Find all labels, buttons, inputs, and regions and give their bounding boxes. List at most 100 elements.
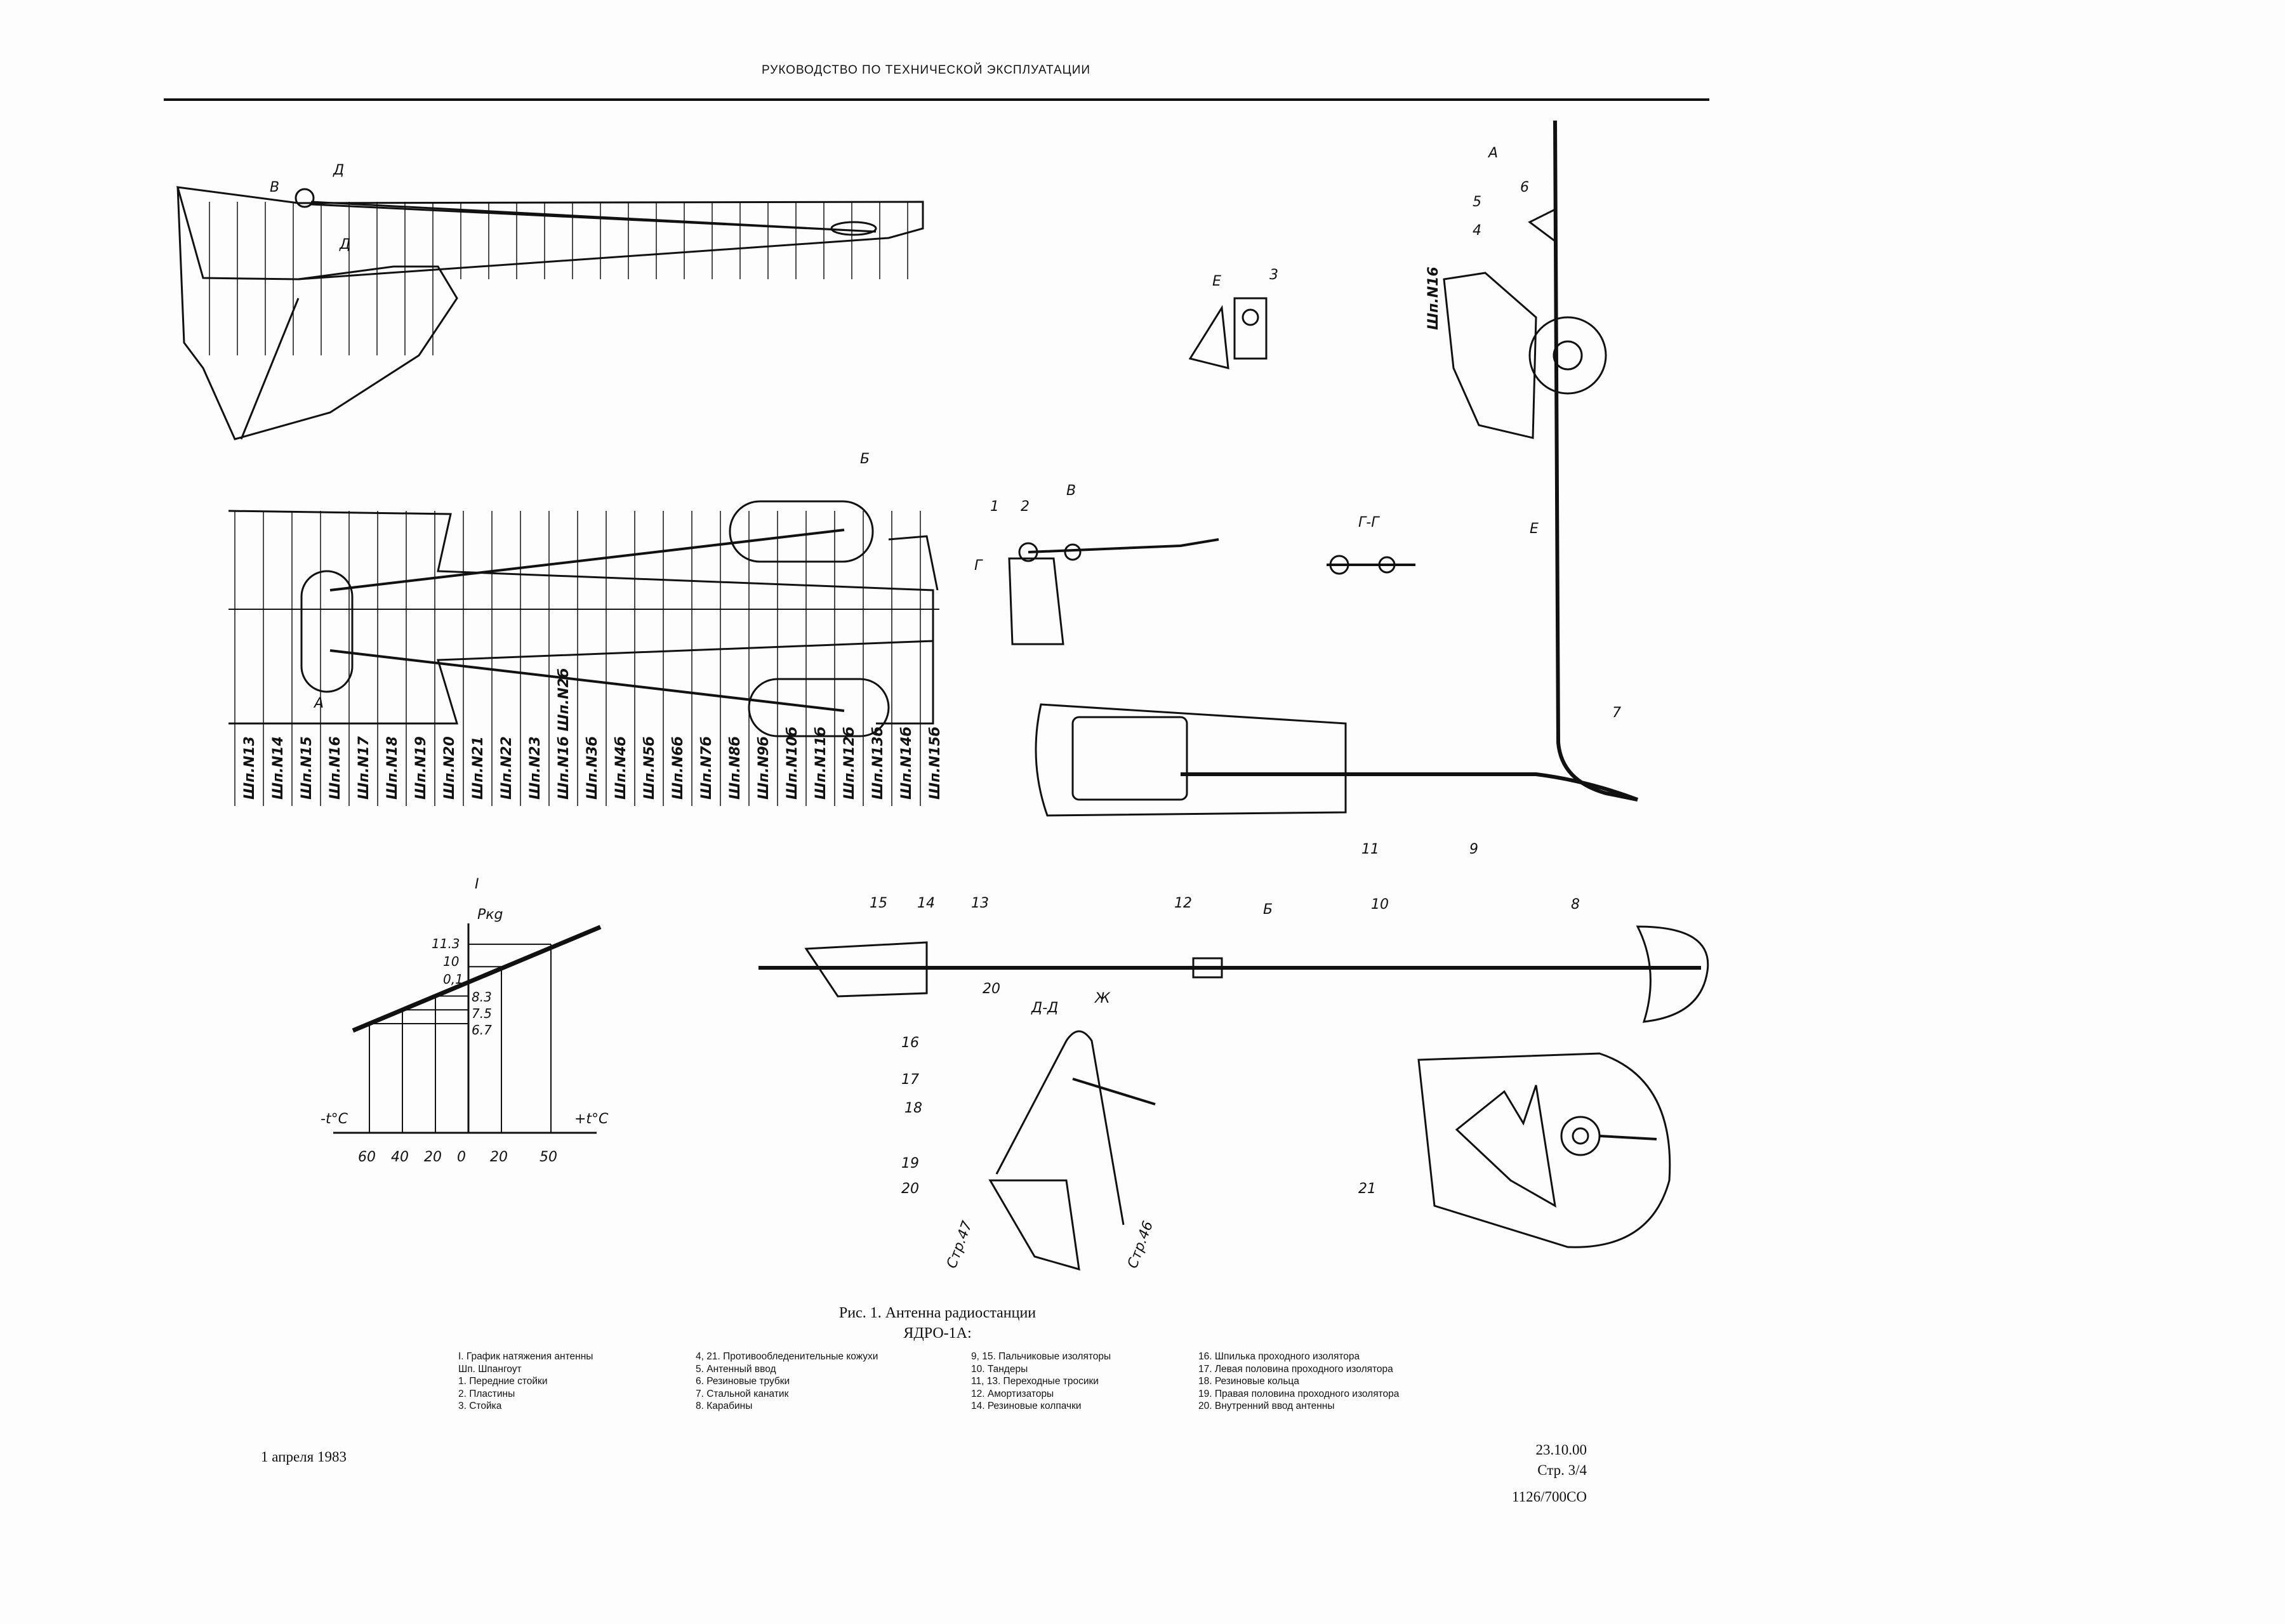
antenna-cable-assembly: 15 14 13 12 Б 10 8 20	[758, 895, 1709, 1023]
callout-10: 10	[1371, 897, 1389, 913]
callout-21: 21	[1358, 1181, 1376, 1197]
section-d-d-lead-through-insulator: Д-Д Ж 16 17 18 19 20 Стр.47 Стр.46	[901, 991, 1156, 1271]
legend-item: 18. Резиновые кольца	[1198, 1376, 1299, 1387]
x-tick-label: 50	[540, 1149, 557, 1165]
footer-code: 23.10.00	[1535, 1442, 1587, 1458]
y-tick-label: 6.7	[472, 1022, 492, 1038]
station-label: Шп.N8б	[727, 736, 743, 800]
view-label-zh: Ж	[1094, 991, 1111, 1007]
callout-9: 9	[1469, 842, 1478, 857]
callout-15: 15	[870, 895, 887, 911]
station-label: Шп.N22	[499, 736, 515, 800]
callout-17: 17	[901, 1072, 919, 1088]
legend-item: 5. Антенный ввод	[696, 1363, 776, 1375]
callout-3: 3	[1269, 267, 1278, 283]
station-label: Шп.N11б	[813, 727, 829, 800]
callout-2: 2	[1021, 499, 1030, 515]
view-label-b: Б	[860, 451, 870, 467]
detail-strut-cable: 11 9	[1035, 703, 1639, 857]
figure-caption-line1: Рис. 1. Антенна радиостанции	[838, 1305, 1037, 1321]
station-label: Шп.N4б	[613, 736, 629, 800]
callout-16: 16	[901, 1035, 919, 1051]
legend-item: 10. Тандеры	[971, 1363, 1028, 1375]
section-label-g-g: Г-Г	[1358, 515, 1380, 531]
legend-item: 12. Амортизаторы	[971, 1388, 1054, 1399]
station-label: Шп.N13б	[870, 727, 886, 800]
legend-item: 6. Резиновые трубки	[696, 1376, 790, 1387]
station-label: Шп.N18	[385, 736, 401, 800]
legend-item: 4, 21. Противообледенительные кожухи	[696, 1351, 878, 1362]
detail-anti-icing-cover: 21	[1358, 1052, 1671, 1248]
y-tick-label: 11.3	[432, 936, 460, 951]
callout-8: 8	[1571, 897, 1580, 913]
legend-item: 16. Шпилька проходного изолятора	[1198, 1351, 1360, 1362]
station-label: Шп.N12б	[842, 727, 858, 800]
callout-13: 13	[971, 895, 989, 911]
legend-item: 19. Правая половина проходного изолятора	[1198, 1388, 1400, 1399]
station-label: Шп.N17	[356, 736, 372, 800]
detail-e-strut: Е 3	[1188, 267, 1278, 369]
section-label-d-top: Д	[333, 162, 344, 178]
station-label: Шп.N14	[270, 736, 286, 800]
legend-item: 11, 13. Переходные тросики	[971, 1376, 1099, 1387]
station-label: Шп.N15б	[927, 727, 943, 800]
x-tick-label: 60	[358, 1149, 376, 1165]
legend-item: 20. Внутренний ввод антенны	[1198, 1401, 1335, 1411]
legend-item: 3. Стойка	[458, 1401, 502, 1411]
tension-line	[352, 925, 602, 1033]
station-label: Шп.N16	[328, 736, 343, 800]
legend-item: 14. Резиновые колпачки	[971, 1401, 1082, 1411]
legend-item: 8. Карабины	[696, 1401, 753, 1411]
view-arrow-e: Е	[1530, 521, 1539, 537]
figure-caption-line2: ЯДРО-1А:	[903, 1325, 972, 1342]
graph-x-label-negative: -t°C	[321, 1111, 348, 1127]
fuselage-side-view: В Д Д	[176, 162, 924, 440]
station-label: Шп.N10б	[785, 727, 800, 800]
station-label: Шп.N7б	[699, 736, 715, 800]
station-label: Шп.N21	[470, 736, 486, 800]
y-tick-label: 8.3	[472, 989, 492, 1005]
frame-47-label: Стр.47	[944, 1219, 976, 1271]
station-label: Шп.N14б	[899, 727, 915, 800]
station-label: Шп.N9б	[756, 736, 772, 800]
callout-19: 19	[901, 1156, 919, 1172]
y-tick-label: 0,1	[443, 972, 463, 987]
x-tick-label: 20	[424, 1149, 442, 1165]
callout-20: 20	[901, 1181, 919, 1197]
y-tick-label: 7.5	[472, 1006, 492, 1021]
callout-4: 4	[1473, 223, 1481, 239]
section-label-d-bottom: Д	[339, 237, 350, 253]
station-label: Шп.N6б	[670, 736, 686, 800]
x-tick-label: 20	[490, 1149, 508, 1165]
station-label: Шп.N20	[442, 736, 458, 800]
callout-18: 18	[904, 1100, 922, 1116]
legend-item: Шп. Шпангоут	[458, 1363, 522, 1375]
detail-a-antenna-lead-in: А 5 6 4 Е 7 Шп.N16	[1426, 120, 1638, 802]
callout-14: 14	[917, 895, 935, 911]
view-label-b-detail: Б	[1263, 902, 1273, 918]
graph-y-label: Pкg	[477, 907, 503, 923]
detail-v-front-strut: 1 2 В Г	[974, 483, 1219, 645]
station-label: Шп.N19	[413, 736, 429, 800]
legend-item: 17. Левая половина проходного изолятора	[1198, 1363, 1393, 1375]
legend-item: 9, 15. Пальчиковые изоляторы	[971, 1351, 1111, 1362]
y-tick-label: 10	[443, 954, 459, 969]
station-label: Шп.N1б Шп.N2б	[556, 668, 572, 800]
view-label-v: В	[270, 180, 279, 195]
graph-x-label-positive: +t°C	[574, 1111, 609, 1127]
section-label-g: Г	[974, 558, 983, 574]
view-label-a-plan: А	[313, 696, 324, 711]
footer-document-number: 1126/700СО	[1512, 1489, 1587, 1505]
legend-item: 2. Пластины	[458, 1388, 515, 1399]
station-16-label: Шп.N16	[1426, 267, 1441, 330]
view-label-e: Е	[1212, 274, 1221, 289]
station-label: Шп.N23	[527, 736, 543, 800]
page-header-title: РУКОВОДСТВО ПО ТЕХНИЧЕСКОЙ ЭКСПЛУАТАЦИИ	[762, 63, 1091, 77]
